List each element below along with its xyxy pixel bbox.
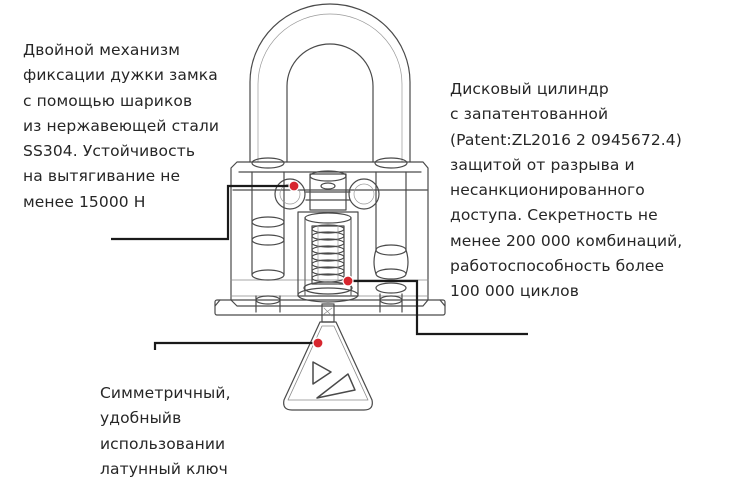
annotation-brass-key: Симметричный, удобныйв использовании лат…: [100, 381, 231, 482]
annotation-line: менее 200 000 комбинаций,: [450, 231, 683, 250]
annotation-locking-mechanism: Двойной механизм фиксации дужки замка с …: [23, 38, 219, 215]
annotation-line: Дисковый цилиндр: [450, 80, 609, 98]
annotation-line: SS304. Устойчивость: [23, 142, 196, 161]
annotation-line: защитой от разрыва и: [450, 155, 635, 174]
brass-key: [283, 303, 373, 411]
leader-line-right: [350, 279, 528, 336]
shackle: [249, 3, 411, 163]
annotation-line: на вытягивание не: [23, 167, 181, 186]
disc-cylinder: [297, 211, 359, 303]
locking-balls: [274, 178, 380, 210]
leader-line-left: [111, 184, 292, 241]
annotation-line: Двойной механизм: [23, 41, 181, 59]
lock-body: [214, 157, 446, 316]
annotation-line: Симметричный,: [100, 384, 231, 402]
annotation-line: с помощью шариков: [23, 91, 193, 110]
annotation-disc-cylinder: Дисковый цилиндр с запатентованной (Pate…: [450, 77, 682, 305]
annotation-line: доступа. Секретность не: [450, 206, 658, 225]
annotation-line: несанкционированного: [450, 181, 645, 200]
annotation-line: менее 15000 Н: [23, 192, 146, 211]
annotation-line: из нержавеющей стали: [23, 116, 220, 135]
annotation-line: использовании: [100, 434, 226, 453]
annotation-line: с запатентованной: [450, 105, 609, 124]
annotation-line: латунный ключ: [100, 459, 228, 478]
marker-key: [312, 337, 324, 349]
cam: [305, 170, 351, 211]
annotation-line: 100 000 циклов: [450, 282, 579, 301]
leader-lines: [111, 184, 528, 350]
annotation-line: (Patent:ZL2016 2 0945672.4): [450, 130, 682, 149]
marker-balls: [288, 180, 300, 192]
annotation-line: фиксации дужки замка: [23, 66, 218, 85]
annotation-line: удобныйв: [100, 409, 182, 428]
marker-cylinder: [342, 275, 354, 287]
callout-markers: [288, 180, 354, 349]
annotation-line: работоспособность более: [450, 257, 665, 276]
leader-line-bottom: [153, 341, 316, 350]
